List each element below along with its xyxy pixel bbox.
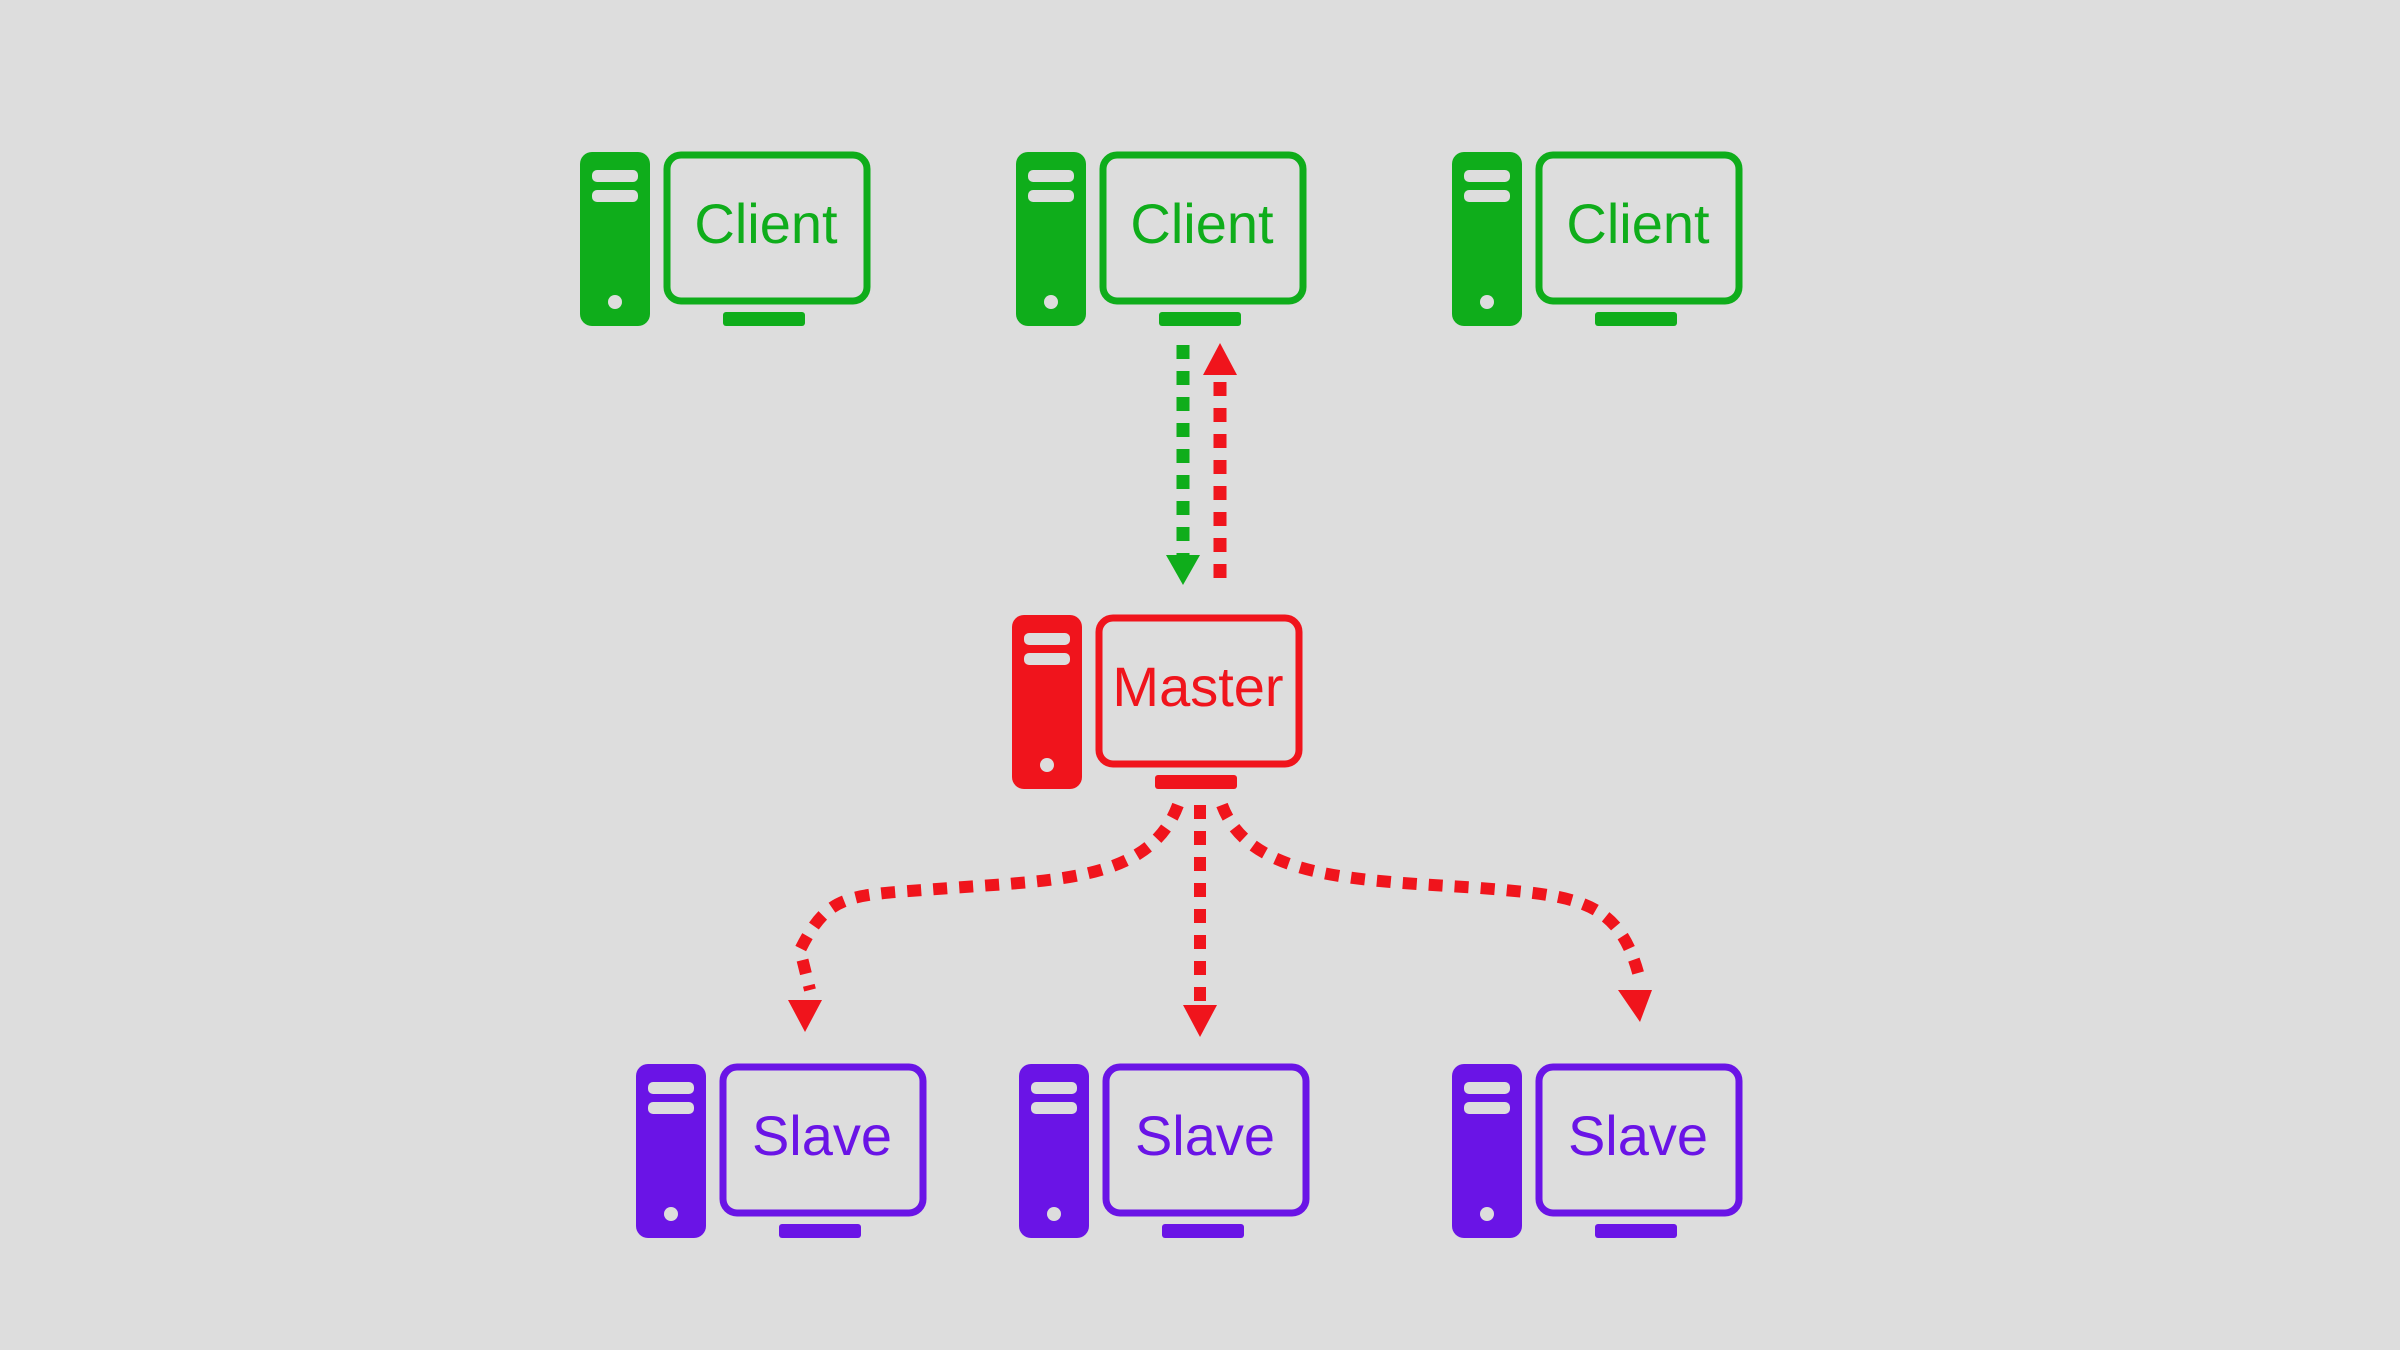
connectors bbox=[788, 343, 1652, 1037]
arrowhead-master-to-slave-1 bbox=[788, 1000, 822, 1032]
arrowhead-master-to-client bbox=[1203, 343, 1237, 375]
monitor-stand bbox=[723, 312, 805, 326]
tower-bay-top bbox=[1464, 170, 1510, 182]
tower-bay-top bbox=[1031, 1082, 1077, 1094]
power-button bbox=[1040, 758, 1054, 772]
node-label: Client bbox=[694, 192, 838, 255]
node-label: Client bbox=[1566, 192, 1710, 255]
monitor-stand bbox=[1595, 312, 1677, 326]
client-node-1[interactable]: Client bbox=[580, 151, 871, 326]
client-node-3[interactable]: Client bbox=[1452, 151, 1743, 326]
tower-bay-top bbox=[648, 1082, 694, 1094]
tower-bay-bottom bbox=[1031, 1102, 1077, 1114]
desktop-computer-icon bbox=[1452, 1063, 1743, 1238]
desktop-computer-icon bbox=[636, 1063, 927, 1238]
power-button bbox=[608, 295, 622, 309]
monitor-screen bbox=[1535, 1063, 1743, 1217]
monitor-stand bbox=[1159, 312, 1241, 326]
monitor-stand bbox=[1595, 1224, 1677, 1238]
arrowhead-master-to-slave-3 bbox=[1618, 990, 1652, 1022]
arrow-master-to-slave-1 bbox=[793, 802, 1184, 992]
desktop-computer-icon bbox=[1019, 1063, 1310, 1238]
power-button bbox=[1047, 1207, 1061, 1221]
master-node[interactable]: Master bbox=[1012, 614, 1303, 789]
node-label: Slave bbox=[752, 1104, 892, 1167]
tower-bay-top bbox=[592, 170, 638, 182]
monitor-screen bbox=[1102, 1063, 1310, 1217]
slave-node-2[interactable]: Slave bbox=[1019, 1063, 1310, 1238]
desktop-computer-icon bbox=[1012, 614, 1303, 789]
client-node-2[interactable]: Client bbox=[1016, 151, 1307, 326]
monitor-screen bbox=[1095, 614, 1303, 768]
power-button bbox=[1044, 295, 1058, 309]
arrow-master-to-slave-3 bbox=[1216, 802, 1646, 982]
node-label: Client bbox=[1130, 192, 1274, 255]
tower-bay-bottom bbox=[1028, 190, 1074, 202]
tower-bay-top bbox=[1024, 633, 1070, 645]
arrowhead-client-to-master bbox=[1166, 555, 1200, 585]
monitor-stand bbox=[1155, 775, 1237, 789]
monitor-stand bbox=[1162, 1224, 1244, 1238]
tower-bay-bottom bbox=[648, 1102, 694, 1114]
power-button bbox=[1480, 1207, 1494, 1221]
monitor-screen bbox=[1535, 151, 1743, 305]
arrowhead-master-to-slave-2 bbox=[1183, 1005, 1217, 1037]
node-label: Slave bbox=[1135, 1104, 1275, 1167]
node-label: Master bbox=[1112, 655, 1283, 718]
desktop-computer-icon bbox=[1016, 151, 1307, 326]
power-button bbox=[664, 1207, 678, 1221]
tower-bay-bottom bbox=[1464, 1102, 1510, 1114]
monitor-screen bbox=[719, 1063, 927, 1217]
monitor-screen bbox=[1099, 151, 1307, 305]
slave-node-1[interactable]: Slave bbox=[636, 1063, 927, 1238]
desktop-computer-icon bbox=[580, 151, 871, 326]
node-label: Slave bbox=[1568, 1104, 1708, 1167]
power-button bbox=[1480, 295, 1494, 309]
tower-bay-bottom bbox=[1024, 653, 1070, 665]
tower-bay-top bbox=[1464, 1082, 1510, 1094]
desktop-computer-icon bbox=[1452, 151, 1743, 326]
monitor-stand bbox=[779, 1224, 861, 1238]
tower-bay-top bbox=[1028, 170, 1074, 182]
tower-bay-bottom bbox=[592, 190, 638, 202]
tower-bay-bottom bbox=[1464, 190, 1510, 202]
slave-node-3[interactable]: Slave bbox=[1452, 1063, 1743, 1238]
monitor-screen bbox=[663, 151, 871, 305]
